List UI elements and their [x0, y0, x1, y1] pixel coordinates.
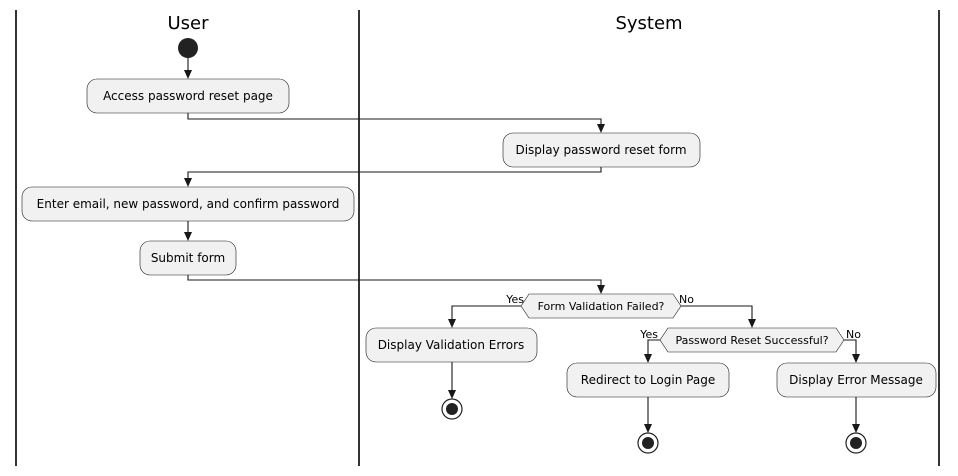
arrow-head	[597, 285, 605, 294]
start-node	[178, 38, 198, 58]
activity-display-reset-form-label: Display password reset form	[515, 143, 686, 157]
lane-title-system: System	[615, 13, 682, 34]
arrow-head	[184, 70, 192, 79]
branch-label-no: No	[679, 293, 694, 306]
edge-validation-yes	[451, 305, 521, 321]
arrow-head	[184, 232, 192, 241]
edge-validation-no	[681, 305, 753, 321]
arrow-head	[852, 354, 860, 363]
edge-reset-no	[844, 339, 857, 356]
lane-title-user: User	[167, 13, 209, 34]
end-node-inner	[446, 403, 458, 415]
decision-reset-successful-label: Password Reset Successful?	[675, 334, 828, 347]
branch-label-no: No	[846, 328, 861, 341]
activity-redirect-login-label: Redirect to Login Page	[581, 373, 715, 387]
arrow-head	[597, 124, 605, 133]
arrow-head	[644, 354, 652, 363]
edge-access-display	[187, 113, 602, 126]
arrow-head	[448, 319, 456, 328]
arrow-head	[448, 390, 456, 399]
arrow-head	[644, 424, 652, 433]
edge-display-enter	[187, 167, 602, 180]
branch-label-yes: Yes	[505, 293, 524, 306]
activity-access-reset-page-label: Access password reset page	[103, 89, 273, 103]
activity-display-error-message-label: Display Error Message	[789, 373, 923, 387]
end-node-inner	[850, 437, 862, 449]
decision-validation-failed-label: Form Validation Failed?	[538, 300, 665, 313]
branch-label-yes: Yes	[639, 328, 658, 341]
edge-reset-yes	[647, 339, 660, 356]
activity-enter-credentials-label: Enter email, new password, and confirm p…	[37, 197, 340, 211]
end-node-inner	[642, 437, 654, 449]
arrow-head	[748, 319, 756, 328]
arrow-head	[184, 178, 192, 187]
edge-submit-validation	[187, 275, 602, 287]
arrow-head	[852, 424, 860, 433]
activity-submit-form-label: Submit form	[151, 251, 225, 265]
activity-display-validation-errors-label: Display Validation Errors	[378, 338, 525, 352]
